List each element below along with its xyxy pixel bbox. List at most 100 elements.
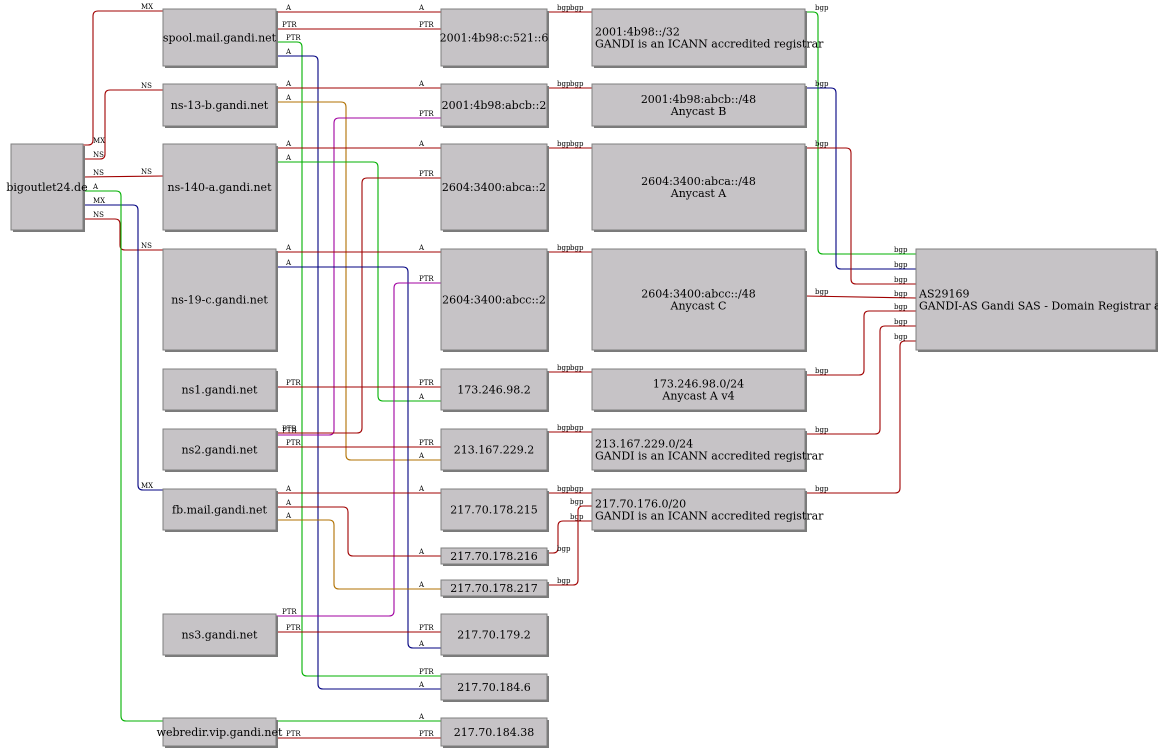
node-label: 2001:4b98::/32: [595, 26, 680, 39]
edge-line: [83, 204, 163, 491]
node-ip_213[interactable]: 213.167.229.2: [440, 428, 549, 472]
edge-label-target: PTR: [282, 608, 297, 616]
edge-label-source: bgp: [557, 4, 571, 12]
edge-label-target: A: [418, 80, 425, 88]
edge-line: [83, 218, 163, 251]
node-webredir[interactable]: webredir.vip.gandi.net: [157, 717, 283, 748]
node-label: spool.mail.gandi.net: [163, 32, 277, 45]
edge-label-source: A: [285, 94, 292, 102]
node-label: 2001:4b98:abcb::/48: [641, 93, 756, 106]
edge-label-source: bgp: [557, 140, 571, 148]
node-box: [162, 8, 277, 67]
node-label: 213.167.229.0/24: [595, 438, 693, 451]
edge-label-source: PTR: [419, 21, 434, 29]
node-ip_216[interactable]: 217.70.178.216: [440, 547, 549, 566]
node-fbmail[interactable]: fb.mail.gandi.net: [162, 488, 278, 532]
edge-label-target: A: [418, 581, 425, 589]
node-label: 213.167.229.2: [454, 444, 534, 457]
node-label: bigoutlet24.de: [6, 181, 87, 194]
edge-line: [276, 266, 441, 649]
node-box: [440, 143, 548, 231]
node-ip_18438[interactable]: 217.70.184.38: [440, 717, 549, 748]
edge-label-source: bgp: [815, 140, 829, 148]
node-label: 217.70.179.2: [457, 629, 530, 642]
edge-label-target: NS: [141, 168, 152, 176]
node-label: 2604:3400:abcc::/48: [641, 288, 755, 301]
node-ip_1792[interactable]: 217.70.179.2: [440, 613, 549, 657]
edge-a-ns140a-to-ip_173: AA: [276, 154, 441, 402]
edge-label-target: PTR: [419, 439, 434, 447]
node-label: 217.70.178.217: [450, 582, 537, 595]
node-ns2[interactable]: ns2.gandi.net: [162, 428, 278, 472]
edge-label-source: bgp: [815, 4, 829, 12]
edge-label-source: bgp: [557, 364, 571, 372]
node-ns13b[interactable]: ns-13-b.gandi.net: [162, 83, 278, 128]
edge-label-source: PTR: [286, 34, 301, 42]
node-label: ns-13-b.gandi.net: [171, 99, 269, 112]
node-bigoutlet[interactable]: bigoutlet24.de: [6, 143, 88, 232]
edge-label-source: bgp: [557, 424, 571, 432]
node-ip_abca[interactable]: 2604:3400:abca::2: [440, 143, 549, 232]
node-box: [591, 428, 806, 471]
node-box: [440, 613, 548, 656]
node-label: 173.246.98.0/24: [653, 378, 744, 391]
node-ip_217[interactable]: 217.70.178.217: [440, 579, 549, 598]
edge-line: [276, 519, 441, 590]
node-label: ns-140-a.gandi.net: [168, 181, 273, 194]
edge-label-target: NS: [141, 82, 152, 90]
node-ip_521[interactable]: 2001:4b98:c:521::6: [440, 8, 549, 68]
edge-label-source: bgp: [815, 367, 829, 375]
node-ip_1846[interactable]: 217.70.184.6: [440, 673, 549, 702]
node-box: [591, 368, 806, 411]
edge-label-source: bgp: [557, 577, 571, 585]
node-label: 217.70.184.38: [454, 726, 534, 739]
node-ip_173[interactable]: 173.246.98.2: [440, 368, 549, 412]
node-box: [10, 143, 84, 231]
node-ip_abcc[interactable]: 2604:3400:abcc::2: [440, 248, 549, 352]
edge-label-source: bgp: [815, 80, 829, 88]
edge-label-source: PTR: [286, 379, 301, 387]
node-spool[interactable]: spool.mail.gandi.net: [162, 8, 278, 68]
node-ns140a[interactable]: ns-140-a.gandi.net: [162, 143, 278, 232]
edge-label-source: A: [285, 244, 292, 252]
node-ip_215[interactable]: 217.70.178.215: [440, 488, 549, 532]
node-ns1[interactable]: ns1.gandi.net: [162, 368, 278, 412]
edge-label-target: MX: [141, 3, 153, 11]
edge-label-target: A: [418, 4, 425, 12]
edge-label-source: NS: [93, 169, 104, 177]
edge-line: [276, 282, 441, 617]
node-label: 2604:3400:abcc::2: [442, 294, 546, 307]
node-ns19c[interactable]: ns-19-c.gandi.net: [162, 248, 278, 352]
edge-label-source: A: [285, 80, 292, 88]
node-ip_abcb[interactable]: 2001:4b98:abcb::2: [440, 83, 549, 128]
edge-label-target: A: [418, 244, 425, 252]
edge-label-target: PTR: [419, 379, 434, 387]
edge-ptr-ip_abcb-to-ns1: PTR PTR: [276, 110, 441, 436]
edge-a-ns13b-to-ip_213: AA: [276, 94, 441, 461]
edge-line: [276, 101, 441, 461]
node-sublabel: Anycast C: [670, 300, 727, 313]
node-ns3[interactable]: ns3.gandi.net: [162, 613, 278, 657]
edge-bgp-pfx_4b98-to-as: bgp bgp: [805, 4, 916, 255]
